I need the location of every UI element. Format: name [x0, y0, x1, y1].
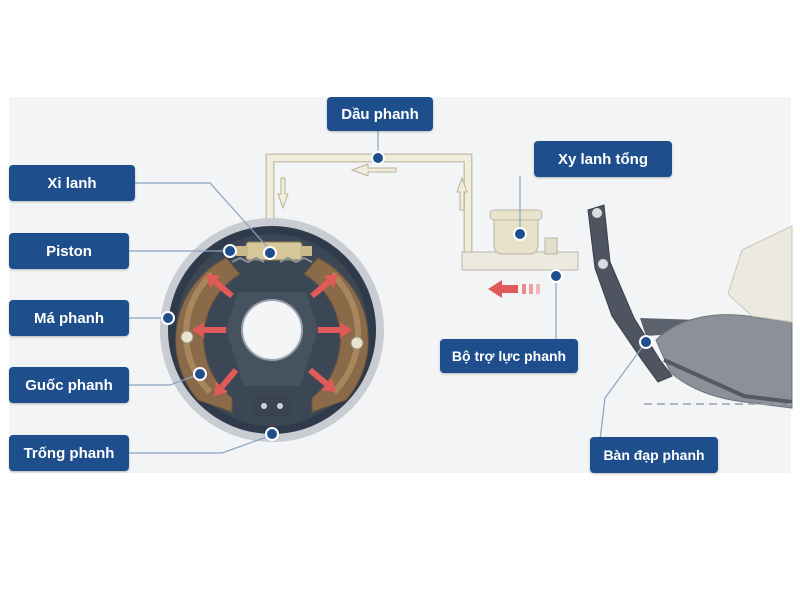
brake-fluid-pipe: [265, 153, 473, 252]
label-bo-tro-luc-phanh: Bộ trợ lực phanh: [440, 339, 578, 373]
label-ma-phanh: Má phanh: [9, 300, 129, 336]
label-ban-dap-phanh: Bàn đạp phanh: [590, 437, 718, 473]
label-guoc-phanh: Guốc phanh: [9, 367, 129, 403]
leader-lines: [128, 130, 647, 454]
marker-dots: [161, 151, 653, 441]
master-cylinder: [461, 209, 579, 271]
label-dau-phanh: Dầu phanh: [327, 97, 433, 131]
driver-foot: [655, 225, 793, 409]
label-xi-lanh: Xi lanh: [9, 165, 135, 201]
label-trong-phanh: Trống phanh: [9, 435, 129, 471]
flow-arrow-icon: [277, 163, 468, 211]
booster-arrow-icon: [488, 280, 540, 298]
label-xy-lanh-tong: Xy lanh tổng: [534, 141, 672, 177]
label-piston: Piston: [9, 233, 129, 269]
force-arrow-icon: [192, 274, 352, 397]
